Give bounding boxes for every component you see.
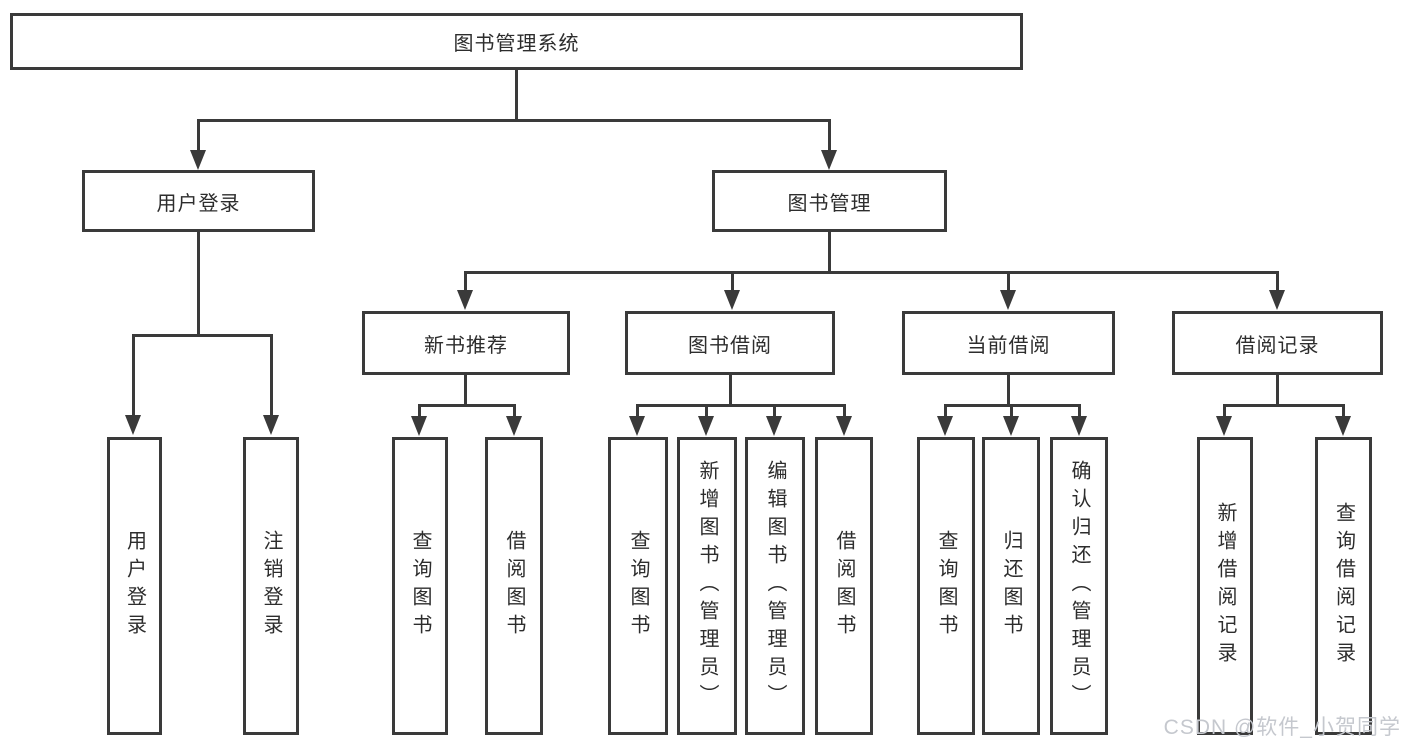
connector-stem bbox=[705, 404, 708, 418]
arrowhead-down-icon bbox=[1071, 416, 1087, 436]
leaf-confirm-return-admin: 确认归还（管理员） bbox=[1050, 437, 1108, 735]
node-label: 用户登录 bbox=[156, 192, 241, 215]
node-label: 借阅记录 bbox=[1235, 334, 1320, 357]
arrowhead-down-icon bbox=[698, 416, 714, 436]
connector-branch bbox=[464, 271, 1279, 274]
arrowhead-down-icon bbox=[190, 150, 206, 170]
connector-stem bbox=[464, 375, 467, 406]
node-label: 确认归还（管理员） bbox=[1068, 460, 1090, 712]
node-label: 查询图书 bbox=[627, 530, 649, 642]
connector-stem bbox=[944, 404, 947, 418]
connector-stem bbox=[1010, 404, 1013, 418]
node-label: 查询图书 bbox=[935, 530, 957, 642]
connector-stem bbox=[1276, 271, 1279, 293]
node-label: 新增图书（管理员） bbox=[696, 460, 718, 712]
connector-root-stem bbox=[515, 70, 518, 120]
leaf-logout: 注销登录 bbox=[243, 437, 299, 735]
arrowhead-down-icon bbox=[766, 416, 782, 436]
connector-stem bbox=[1007, 375, 1010, 406]
connector-stem bbox=[1223, 404, 1226, 418]
connector-stem bbox=[1007, 271, 1010, 293]
node-label: 图书借阅 bbox=[688, 334, 772, 357]
connector-stem bbox=[843, 404, 846, 418]
node-library-management-system: 图书管理系统 bbox=[10, 13, 1023, 70]
node-book-borrowing: 图书借阅 bbox=[625, 311, 835, 375]
arrowhead-down-icon bbox=[821, 150, 837, 170]
node-label: 新增借阅记录 bbox=[1214, 502, 1236, 670]
leaf-edit-books-admin: 编辑图书（管理员） bbox=[745, 437, 805, 735]
connector-branch bbox=[132, 334, 273, 337]
node-label: 图书管理系统 bbox=[453, 33, 580, 55]
node-label: 归还图书 bbox=[1000, 530, 1022, 642]
arrowhead-down-icon bbox=[411, 416, 427, 436]
arrowhead-down-icon bbox=[1003, 416, 1019, 436]
leaf-return-books: 归还图书 bbox=[982, 437, 1040, 735]
connector-stem bbox=[773, 404, 776, 418]
node-label: 新书推荐 bbox=[424, 334, 508, 357]
connector-stem bbox=[270, 334, 273, 417]
csdn-watermark: CSDN @软件_小贺同学 bbox=[1163, 716, 1401, 739]
connector-stem bbox=[1342, 404, 1345, 418]
node-user-login-group: 用户登录 bbox=[82, 170, 315, 232]
leaf-borrow-books: 借阅图书 bbox=[485, 437, 543, 735]
node-label: 用户登录 bbox=[123, 530, 146, 642]
arrowhead-down-icon bbox=[724, 290, 740, 310]
node-label: 查询图书 bbox=[409, 530, 431, 642]
leaf-add-borrow-record: 新增借阅记录 bbox=[1197, 437, 1253, 735]
connector-stem bbox=[636, 404, 639, 418]
leaf-query-books: 查询图书 bbox=[392, 437, 448, 735]
arrowhead-down-icon bbox=[836, 416, 852, 436]
node-borrowing-records: 借阅记录 bbox=[1172, 311, 1383, 375]
leaf-query-borrow-record: 查询借阅记录 bbox=[1315, 437, 1372, 735]
connector-stem bbox=[513, 404, 516, 418]
arrowhead-down-icon bbox=[506, 416, 522, 436]
leaf-borrow-books: 借阅图书 bbox=[815, 437, 873, 735]
node-label: 注销登录 bbox=[260, 530, 282, 642]
node-label: 查询借阅记录 bbox=[1332, 502, 1355, 670]
arrowhead-down-icon bbox=[263, 415, 279, 435]
connector-stem bbox=[1078, 404, 1081, 418]
arrowhead-down-icon bbox=[457, 290, 473, 310]
node-label: 当前借阅 bbox=[966, 334, 1051, 357]
node-current-borrowing: 当前借阅 bbox=[902, 311, 1115, 375]
arrowhead-down-icon bbox=[1269, 290, 1285, 310]
connector-stem bbox=[1276, 375, 1279, 406]
node-label: 借阅图书 bbox=[833, 530, 855, 642]
connector-branch bbox=[1223, 404, 1343, 407]
connector-branch bbox=[636, 404, 846, 407]
connector-stem bbox=[828, 232, 831, 272]
connector-stem bbox=[828, 119, 831, 153]
connector-stem bbox=[197, 119, 200, 153]
arrowhead-down-icon bbox=[937, 416, 953, 436]
node-label: 编辑图书（管理员） bbox=[764, 460, 786, 712]
connector-stem bbox=[464, 271, 467, 293]
arrowhead-down-icon bbox=[1335, 416, 1351, 436]
node-book-management: 图书管理 bbox=[712, 170, 947, 232]
arrowhead-down-icon bbox=[629, 416, 645, 436]
leaf-query-books: 查询图书 bbox=[917, 437, 975, 735]
leaf-add-books-admin: 新增图书（管理员） bbox=[677, 437, 737, 735]
leaf-user-login: 用户登录 bbox=[107, 437, 162, 735]
arrowhead-down-icon bbox=[1216, 416, 1232, 436]
connector-root-branch bbox=[197, 119, 831, 122]
node-new-book-recommend: 新书推荐 bbox=[362, 311, 570, 375]
connector-branch bbox=[418, 404, 516, 407]
node-label: 图书管理 bbox=[787, 192, 872, 215]
arrowhead-down-icon bbox=[125, 415, 141, 435]
arrowhead-down-icon bbox=[1000, 290, 1016, 310]
leaf-query-books: 查询图书 bbox=[608, 437, 668, 735]
connector-stem bbox=[132, 334, 135, 417]
connector-stem bbox=[731, 271, 734, 293]
connector-stem bbox=[729, 375, 732, 406]
node-label: 借阅图书 bbox=[503, 530, 525, 642]
connector-stem bbox=[418, 404, 421, 418]
connector-stem bbox=[197, 232, 200, 335]
